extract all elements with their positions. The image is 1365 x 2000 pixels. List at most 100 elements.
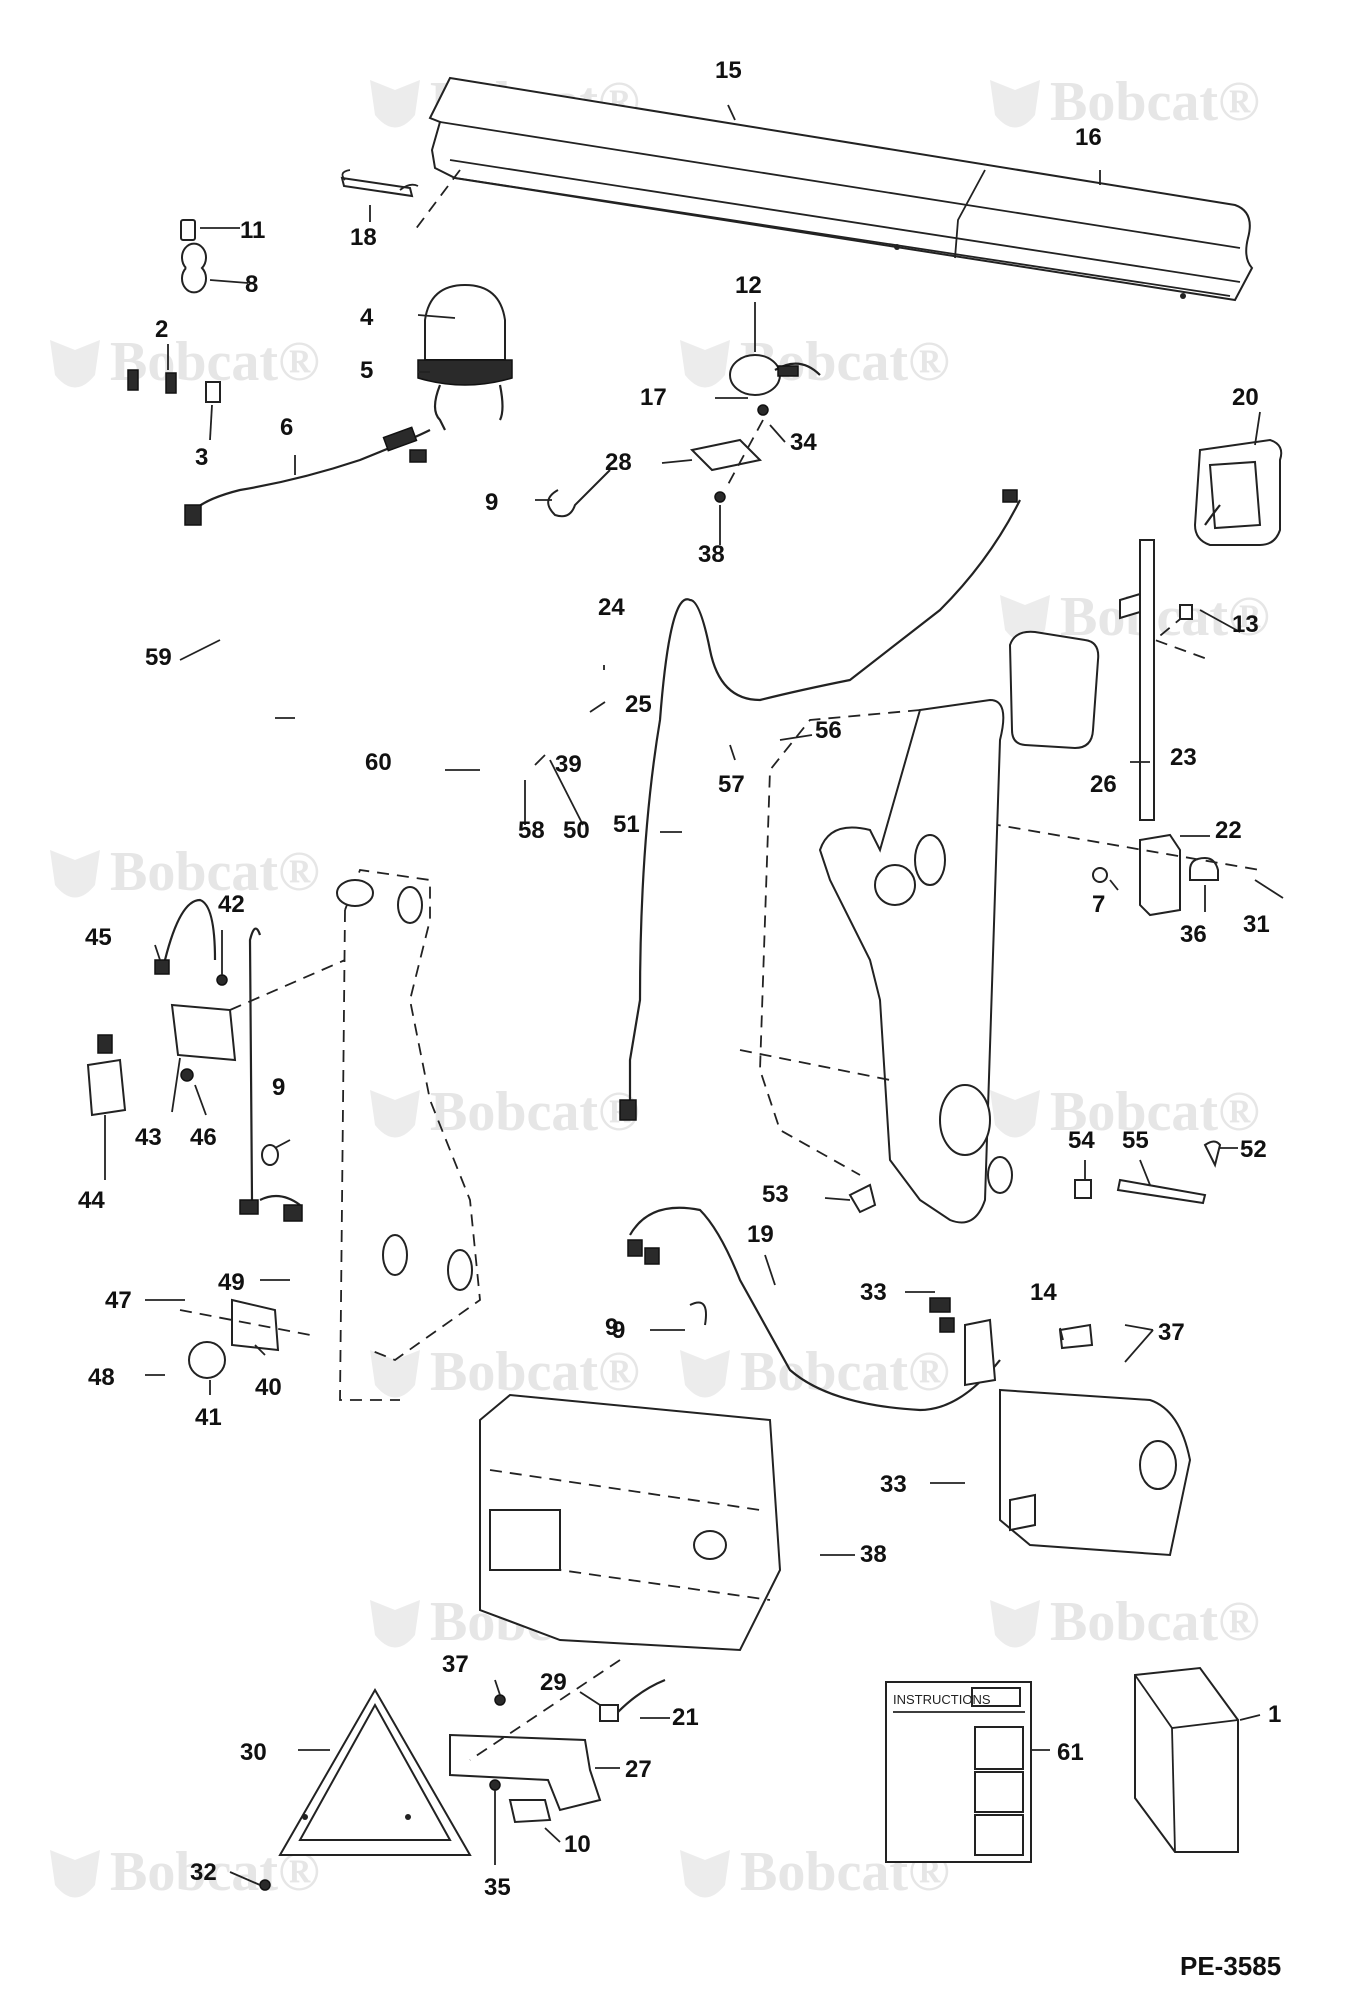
harness-part-51	[619, 489, 1021, 1121]
callout-17: 17	[640, 384, 667, 411]
callout-40: 40	[255, 1374, 282, 1401]
callout-1: 1	[1268, 1701, 1281, 1728]
callout-9: 9	[485, 489, 498, 516]
callout-35: 35	[484, 1874, 511, 1901]
callout-52: 52	[1240, 1136, 1267, 1163]
callout-38: 38	[860, 1541, 887, 1568]
bobcat-logo-watermark	[370, 1350, 420, 1398]
callout-54: 54	[1068, 1127, 1095, 1154]
callout-58: 58	[518, 817, 545, 844]
bobcat-watermark-text: Bobcat®	[1050, 1081, 1260, 1143]
callout-27: 27	[625, 1756, 652, 1783]
callout-42: 42	[218, 891, 245, 918]
callout-13: 13	[1232, 611, 1259, 638]
callout-16: 16	[1075, 124, 1102, 151]
instructions-label: INSTRUCTIONS	[893, 1692, 991, 1707]
callout-14: 14	[1030, 1279, 1057, 1306]
callout-33: 33	[880, 1471, 907, 1498]
bobcat-watermark-text: Bobcat®	[1060, 586, 1270, 648]
callout-25: 25	[625, 691, 652, 718]
bobcat-watermark-text: Bobcat®	[1050, 71, 1260, 133]
machine-body	[479, 1388, 1192, 1652]
bobcat-logo-watermark	[990, 80, 1040, 128]
callout-59: 59	[145, 644, 172, 671]
callout-33: 33	[860, 1279, 887, 1306]
bobcat-logo-watermark	[370, 1600, 420, 1648]
callout-4: 4	[360, 304, 374, 331]
switch-parts	[127, 219, 221, 403]
bobcat-watermark-text: Bobcat®	[110, 841, 320, 903]
callout-53: 53	[762, 1181, 789, 1208]
bracket-part-27	[259, 1659, 666, 1891]
callout-61: 61	[1057, 1739, 1084, 1766]
kit-box	[1134, 1666, 1239, 1853]
callout-44: 44	[78, 1187, 105, 1214]
loader-arm-frame	[739, 698, 1013, 1224]
bobcat-logo-watermark	[370, 1090, 420, 1138]
callout-21: 21	[672, 1704, 699, 1731]
callout-5: 5	[360, 357, 373, 384]
bracket-parts	[86, 898, 346, 1222]
callout-57: 57	[718, 771, 745, 798]
bobcat-watermark-text: Bobcat®	[430, 1081, 640, 1143]
callout-24: 24	[598, 594, 625, 621]
callout-28: 28	[605, 449, 632, 476]
callout-22: 22	[1215, 817, 1242, 844]
cable-tie	[547, 469, 611, 518]
callout-48: 48	[88, 1364, 115, 1391]
callout-10: 10	[564, 1831, 591, 1858]
callout-36: 36	[1180, 921, 1207, 948]
callout-37: 37	[1158, 1319, 1185, 1346]
callout-49: 49	[218, 1269, 245, 1296]
callout-60: 60	[365, 749, 392, 776]
callout-23: 23	[1170, 744, 1197, 771]
bobcat-logo-watermark	[990, 1600, 1040, 1648]
bobcat-logo-watermark	[50, 1850, 100, 1898]
light-housing	[179, 1298, 311, 1379]
callout-31: 31	[1243, 911, 1270, 938]
callout-51: 51	[613, 811, 640, 838]
callout-29: 29	[540, 1669, 567, 1696]
callout-50: 50	[563, 817, 590, 844]
harness-part-19	[627, 1206, 1094, 1412]
bobcat-logo-watermark	[370, 80, 420, 128]
callout-47: 47	[105, 1287, 132, 1314]
callout-37: 37	[442, 1651, 469, 1678]
harness-part-6	[184, 426, 431, 526]
pad-part-26	[1008, 630, 1100, 750]
bobcat-logo-watermark	[50, 850, 100, 898]
bobcat-watermark-text: Bobcat®	[430, 1341, 640, 1403]
callout-26: 26	[1090, 771, 1117, 798]
bobcat-logo-watermark	[680, 340, 730, 388]
callout-43: 43	[135, 1124, 162, 1151]
callout-15: 15	[715, 57, 742, 84]
bobcat-logo-watermark	[680, 1350, 730, 1398]
callout-46: 46	[190, 1124, 217, 1151]
callout-leaders	[104, 104, 1284, 1886]
rail-assembly	[414, 76, 1254, 302]
callout-19: 19	[747, 1221, 774, 1248]
work-lamp	[1193, 438, 1283, 546]
smv-triangle	[278, 1687, 472, 1856]
bobcat-logo-watermark	[990, 1090, 1040, 1138]
callout-3: 3	[195, 444, 208, 471]
callout-12: 12	[735, 272, 762, 299]
callout-45: 45	[85, 924, 112, 951]
bobcat-logo-watermark	[680, 1850, 730, 1898]
sensor-assembly	[689, 354, 821, 503]
callout-39: 39	[555, 751, 582, 778]
bobcat-watermark-text: Bobcat®	[1050, 1591, 1260, 1653]
callout-34: 34	[790, 429, 817, 456]
callout-9: 9	[612, 1317, 625, 1344]
callout-30: 30	[240, 1739, 267, 1766]
pin-parts	[848, 1140, 1222, 1214]
callout-20: 20	[1232, 384, 1259, 411]
callout-32: 32	[190, 1859, 217, 1886]
clip-part-18	[340, 169, 419, 198]
callout-9: 9	[272, 1074, 285, 1101]
bobcat-watermark-text: Bobcat®	[740, 1341, 950, 1403]
instructions-sheet: INSTRUCTIONS	[885, 1681, 1032, 1863]
callout-8: 8	[245, 271, 258, 298]
